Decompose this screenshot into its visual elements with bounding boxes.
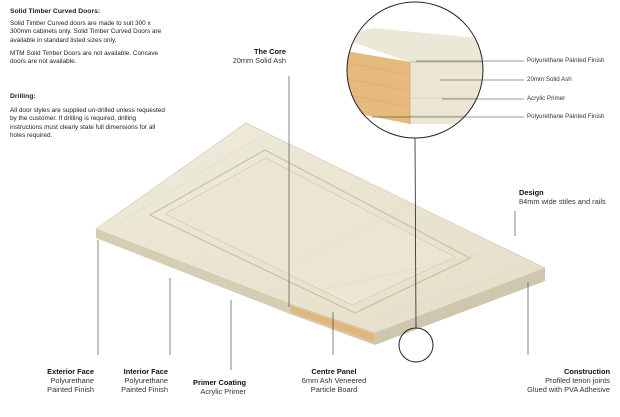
centre-panel-outer bbox=[148, 149, 472, 314]
wood-grain bbox=[119, 139, 531, 319]
callout-centre-title: Centre Panel bbox=[311, 367, 357, 376]
drilling-title: Drilling: bbox=[10, 93, 36, 100]
callout-interior-title: Interior Face bbox=[123, 367, 168, 376]
callout-design-desc: 84mm wide stiles and rails bbox=[519, 197, 606, 206]
drilling-note: Drilling: All door styles are supplied u… bbox=[10, 93, 168, 140]
layer-label-top-finish: Polyurethane Painted Finish bbox=[527, 57, 605, 64]
centre-panel-inner bbox=[164, 157, 456, 306]
door-right-edge bbox=[375, 268, 545, 345]
callout-leaders bbox=[97, 76, 529, 370]
layer-leaders bbox=[372, 60, 524, 118]
callout-exterior-title: Exterior Face bbox=[47, 367, 94, 376]
curved-doors-title: Solid Timber Curved Doors: bbox=[10, 8, 101, 15]
callout-design: Design 84mm wide stiles and rails bbox=[519, 188, 619, 206]
callout-interior-line1: Polyurethane bbox=[124, 376, 168, 385]
ash-core-edge bbox=[291, 306, 374, 342]
callout-construction-title: Construction bbox=[564, 367, 610, 376]
callout-construction: Construction Profiled tenon joints Glued… bbox=[500, 367, 610, 394]
callout-design-title: Design bbox=[519, 188, 544, 197]
callout-exterior-face: Exterior Face Polyurethane Painted Finis… bbox=[24, 367, 94, 394]
callout-exterior-line1: Polyurethane bbox=[50, 376, 94, 385]
layer-label-bottom-finish: Polyurethane Painted Finish bbox=[527, 113, 605, 120]
callout-core-title: The Core bbox=[253, 47, 286, 56]
section-magnifier bbox=[347, 2, 483, 138]
callout-centre-line1: 6mm Ash Veneered bbox=[301, 376, 367, 385]
callout-primer-title: Primer Coating bbox=[193, 378, 246, 387]
detail-circle bbox=[398, 327, 434, 363]
callout-construction-line1: Profiled tenon joints bbox=[545, 376, 610, 385]
callout-core: The Core 20mm Solid Ash bbox=[200, 47, 286, 65]
door-left-edge bbox=[96, 229, 290, 314]
callout-construction-line2: Glued with PVA Adhesive bbox=[527, 385, 610, 394]
drilling-text: All door styles are supplied un-drilled … bbox=[10, 107, 165, 139]
callout-primer-line1: Acrylic Primer bbox=[200, 387, 246, 396]
callout-core-desc: 20mm Solid Ash bbox=[232, 56, 286, 65]
callout-interior-line2: Painted Finish bbox=[121, 385, 168, 394]
layer-label-ash: 20mm Solid Ash bbox=[527, 76, 572, 83]
callout-exterior-line2: Painted Finish bbox=[47, 385, 94, 394]
callout-centre-line2: Particle Board bbox=[310, 385, 358, 394]
callout-interior-face: Interior Face Polyurethane Painted Finis… bbox=[100, 367, 168, 394]
layer-label-primer: Acrylic Primer bbox=[527, 95, 566, 102]
callout-primer-coating: Primer Coating Acrylic Primer bbox=[160, 378, 246, 396]
magnifier-connector bbox=[414, 137, 417, 329]
callout-centre-panel: Centre Panel 6mm Ash Veneered Particle B… bbox=[288, 367, 380, 394]
curved-doors-text-2: MTM Solid Timber Doors are not available… bbox=[10, 49, 159, 66]
curved-doors-note: Solid Timber Curved Doors: Solid Timber … bbox=[10, 8, 162, 66]
curved-doors-text-1: Solid Timber Curved doors are made to su… bbox=[10, 20, 162, 44]
